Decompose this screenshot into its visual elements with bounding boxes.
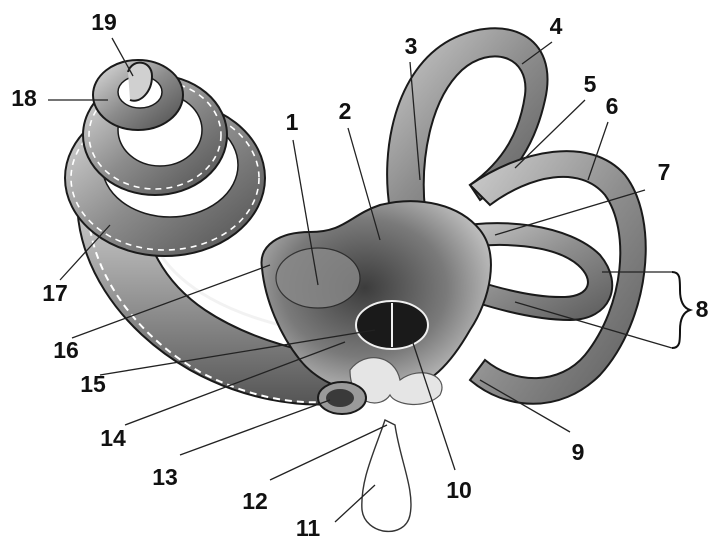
posterior-semicircular-canal	[470, 151, 646, 404]
spherical-recess	[276, 248, 360, 308]
label-18: 18	[11, 85, 37, 111]
label-11: 11	[296, 515, 321, 541]
label-14: 14	[100, 425, 126, 451]
label-2: 2	[339, 98, 352, 124]
label-3: 3	[405, 33, 418, 59]
label-1: 1	[286, 109, 299, 135]
label-5: 5	[584, 71, 597, 97]
label-8-bracket	[672, 272, 690, 348]
label-9: 9	[572, 439, 585, 465]
label-13: 13	[152, 464, 178, 490]
label-19: 19	[91, 9, 117, 35]
label-10: 10	[446, 477, 472, 503]
label-15: 15	[80, 371, 106, 397]
label-4: 4	[550, 13, 563, 39]
endolymphatic-sac	[362, 420, 411, 531]
label-8: 8	[696, 296, 709, 322]
label-7: 7	[658, 159, 671, 185]
label-6: 6	[606, 93, 619, 119]
label-12: 12	[242, 488, 268, 514]
label-17: 17	[42, 280, 68, 306]
label-16: 16	[53, 337, 79, 363]
round-window-inner	[326, 389, 354, 407]
